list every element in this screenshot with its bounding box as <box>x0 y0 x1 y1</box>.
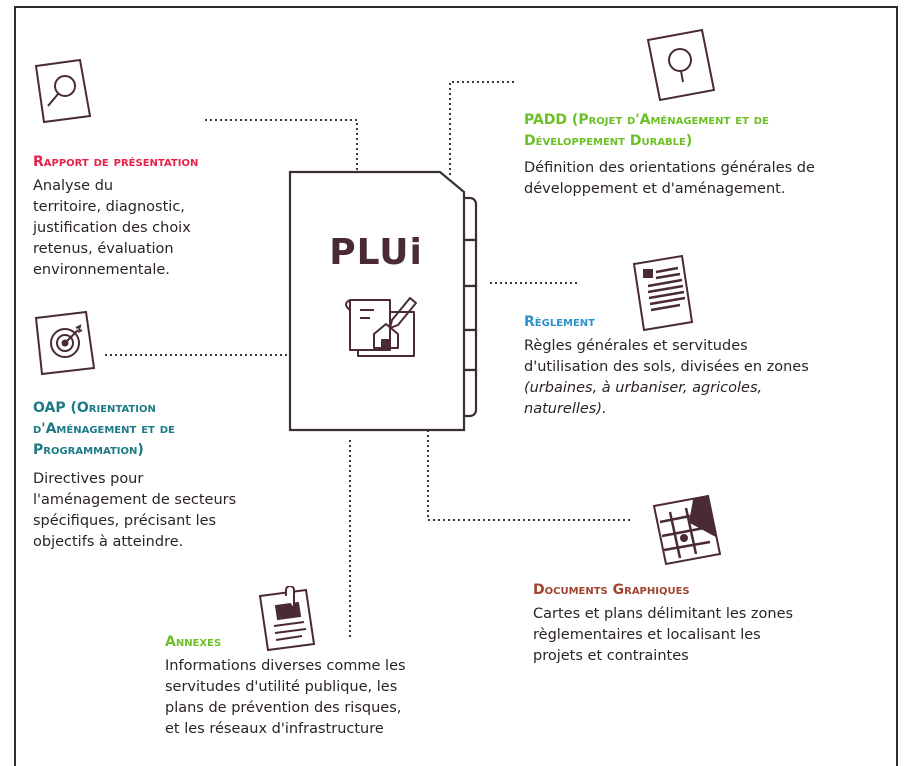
documents-desc-line: règlementaires et localisant les <box>533 627 761 643</box>
oap-title-line: d'Aménagement et de <box>33 421 175 437</box>
map-icon <box>652 494 722 566</box>
padd-title-line: Développement Durable) <box>524 133 693 149</box>
oap-desc-line: spécifiques, précisant les <box>33 513 217 529</box>
oap-title-line: Programmation) <box>33 442 144 458</box>
rapport-title: Rapport de présentation <box>33 154 199 170</box>
documents-title: Documents Graphiques <box>533 582 690 598</box>
annexes-title: Annexes <box>165 634 222 650</box>
rapport-desc-line: Analyse du <box>33 178 114 194</box>
plui-title-wrap: PLUi <box>288 232 464 273</box>
reglement-block: Règlement Règles générales et servitudes… <box>524 312 884 420</box>
annexes-desc-line: plans de prévention des risques, <box>165 700 402 716</box>
padd-desc-line: Définition des orientations générales de <box>524 160 815 176</box>
padd-desc-line: développement et d'aménagement. <box>524 181 786 197</box>
rapport-desc-line: environnementale. <box>33 262 170 278</box>
padd-title: PADD (Projet d'Aménagement et de Dévelop… <box>524 110 894 152</box>
paperclip-document-icon <box>258 586 316 652</box>
reglement-title: Règlement <box>524 314 595 330</box>
rapport-block: Rapport de présentation Analyse du terri… <box>33 152 273 281</box>
target-icon <box>34 310 96 376</box>
annexes-desc: Informations diverses comme les servitud… <box>165 656 485 740</box>
document-lines-icon <box>632 254 694 332</box>
plan-house-pencil-icon <box>345 297 417 357</box>
oap-desc: Directives pour l'aménagement de secteur… <box>33 469 293 553</box>
rapport-desc: Analyse du territoire, diagnostic, justi… <box>33 176 273 281</box>
reglement-desc-line: d'utilisation des sols, divisées en zone… <box>524 359 809 375</box>
annexes-desc-line: servitudes d'utilité publique, les <box>165 679 398 695</box>
tree-icon <box>646 28 716 102</box>
annexes-block: Annexes Informations diverses comme les … <box>165 632 485 740</box>
annexes-desc-line: Informations diverses comme les <box>165 658 406 674</box>
connector-documents <box>427 430 630 521</box>
magnifier-icon <box>34 58 92 124</box>
oap-title: OAP (Orientation d'Aménagement et de Pro… <box>33 398 293 461</box>
connector-padd <box>449 81 515 175</box>
rapport-desc-line: justification des choix <box>33 220 191 236</box>
rapport-desc-line: territoire, diagnostic, <box>33 199 185 215</box>
oap-desc-line: Directives pour <box>33 471 144 487</box>
padd-desc: Définition des orientations générales de… <box>524 158 894 200</box>
documents-block: Documents Graphiques Cartes et plans dél… <box>533 580 873 667</box>
padd-block: PADD (Projet d'Aménagement et de Dévelop… <box>524 110 894 200</box>
documents-desc-line: projets et contraintes <box>533 648 689 664</box>
reglement-desc-italic: naturelles). <box>524 401 607 417</box>
diagram-frame <box>14 6 898 766</box>
reglement-desc-italic: (urbaines, à urbaniser, agricoles, <box>524 380 763 396</box>
oap-block: OAP (Orientation d'Aménagement et de Pro… <box>33 398 293 553</box>
documents-desc: Cartes et plans délimitant les zones règ… <box>533 604 873 667</box>
plui-title: PLUi <box>329 232 423 273</box>
oap-desc-line: objectifs à atteindre. <box>33 534 184 550</box>
connector-rapport <box>205 119 358 172</box>
reglement-desc: Règles générales et servitudes d'utilisa… <box>524 336 884 420</box>
padd-title-line: PADD (Projet d'Aménagement et de <box>524 112 769 128</box>
reglement-desc-line: Règles générales et servitudes <box>524 338 748 354</box>
rapport-desc-line: retenus, évaluation <box>33 241 174 257</box>
oap-title-line: OAP (Orientation <box>33 400 156 416</box>
annexes-desc-line: et les réseaux d'infrastructure <box>165 721 384 737</box>
documents-desc-line: Cartes et plans délimitant les zones <box>533 606 794 622</box>
oap-desc-line: l'aménagement de secteurs <box>33 492 237 508</box>
